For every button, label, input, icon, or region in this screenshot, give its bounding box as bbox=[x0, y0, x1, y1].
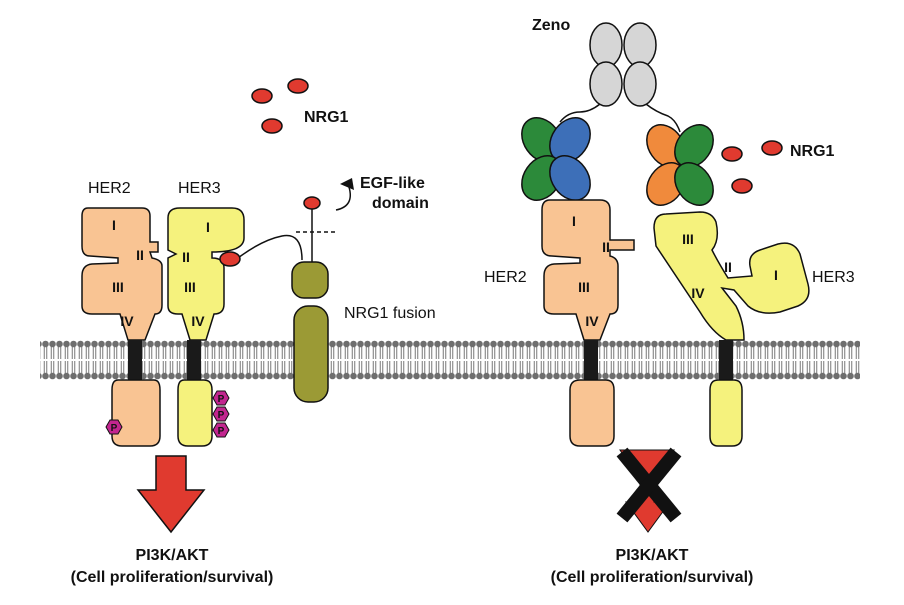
her3-domain-iii: III bbox=[184, 279, 196, 295]
her3r-domain-iv: IV bbox=[691, 285, 705, 301]
her3-domain-iv: IV bbox=[191, 313, 205, 329]
nrg1-fusion-protein bbox=[291, 196, 338, 403]
her3-receptor-right bbox=[653, 211, 810, 447]
her2-receptor-right bbox=[541, 199, 635, 447]
her3-domain-i: I bbox=[206, 219, 210, 235]
her2r-domain-iv: IV bbox=[585, 313, 599, 329]
her2-domain-ii: II bbox=[136, 247, 144, 263]
left-panel: NRG1 I II III IV HER2 I II III IV HER3 bbox=[71, 78, 436, 586]
her3r-domain-i: I bbox=[774, 267, 778, 283]
her2-domain-i: I bbox=[112, 217, 116, 233]
anti-her2-arm bbox=[521, 117, 591, 201]
cell-membrane bbox=[40, 340, 860, 380]
egf-arrowhead bbox=[340, 178, 354, 190]
fusion-linker bbox=[237, 234, 303, 261]
nrg1-label-left: NRG1 bbox=[304, 109, 349, 126]
her3-domain-ii: II bbox=[182, 249, 190, 265]
her2-label-right: HER2 bbox=[484, 269, 527, 286]
right-panel: Zeno NRG1 I II bbox=[484, 17, 855, 586]
phospho-marks: P P P P bbox=[105, 390, 230, 438]
her2-label-left: HER2 bbox=[88, 180, 131, 197]
output-label-left-1: PI3K/AKT bbox=[136, 547, 209, 564]
zeno-hinge-right bbox=[645, 103, 681, 133]
her2-domain-iv: IV bbox=[120, 313, 134, 329]
her2-domain-iii: III bbox=[112, 279, 124, 295]
phospho-p2: P bbox=[218, 394, 225, 405]
output-label-right-2: (Cell proliferation/survival) bbox=[551, 569, 754, 586]
her3r-domain-iii: III bbox=[682, 231, 694, 247]
nrg1-label-right: NRG1 bbox=[790, 143, 835, 160]
her3-label-left: HER3 bbox=[178, 180, 221, 197]
output-label-right-1: PI3K/AKT bbox=[616, 547, 689, 564]
egf-arrow bbox=[335, 183, 351, 211]
phospho-p3: P bbox=[218, 410, 225, 421]
egf-label-line1: EGF-like bbox=[360, 175, 425, 192]
her2r-domain-iii: III bbox=[578, 279, 590, 295]
zeno-hinge-left bbox=[559, 103, 601, 123]
her2r-domain-i: I bbox=[572, 213, 576, 229]
signal-arrow-down bbox=[136, 455, 206, 534]
block-x-icon bbox=[616, 447, 682, 523]
fusion-label: NRG1 fusion bbox=[344, 305, 436, 322]
her2r-domain-ii: II bbox=[602, 239, 610, 255]
her3-label-right: HER3 bbox=[812, 269, 855, 286]
nrg1-ligands-right bbox=[721, 140, 783, 194]
phospho-p4: P bbox=[218, 426, 225, 437]
zeno-fc bbox=[589, 22, 657, 107]
her3r-domain-ii: II bbox=[724, 259, 732, 275]
bound-nrg1-left bbox=[219, 251, 241, 267]
output-label-left-2: (Cell proliferation/survival) bbox=[71, 569, 274, 586]
her2-receptor-left bbox=[81, 207, 163, 447]
phospho-p1: P bbox=[111, 423, 118, 434]
nrg1-ligands-left bbox=[251, 78, 309, 134]
zeno-label: Zeno bbox=[532, 17, 570, 34]
anti-her3-arm bbox=[646, 124, 714, 206]
her3-receptor-left bbox=[167, 207, 245, 447]
egf-label-line2: domain bbox=[372, 195, 429, 212]
